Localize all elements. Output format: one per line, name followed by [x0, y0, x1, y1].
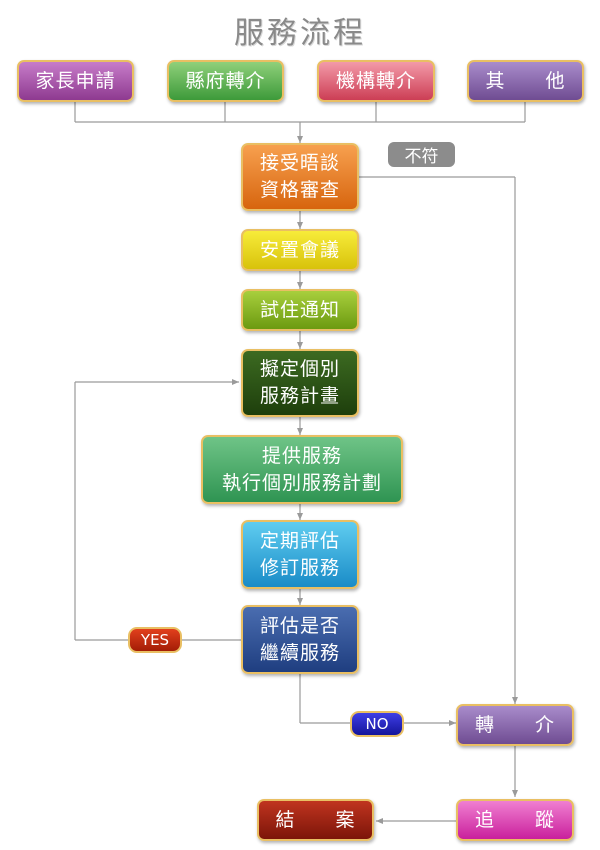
step-individual-plan: 擬定個別 服務計畫 [241, 349, 359, 417]
no-tag: NO [350, 711, 404, 737]
yes-tag: YES [128, 627, 182, 653]
step-referral: 轉 介 [456, 704, 574, 746]
step-follow-up: 追 蹤 [456, 799, 574, 841]
step-trial-notice: 試住通知 [241, 289, 359, 331]
page-title: 服務流程 [234, 16, 366, 51]
step-placement-meeting: 安置會議 [241, 229, 359, 271]
source-county-referral: 縣府轉介 [167, 60, 284, 102]
step-intake-interview: 接受晤談 資格審查 [241, 143, 359, 211]
not-eligible-tag: 不符 [388, 142, 455, 167]
source-family-application: 家長申請 [17, 60, 134, 102]
step-case-closed: 結 案 [257, 799, 374, 841]
source-other: 其 他 [467, 60, 584, 102]
source-institution-referral: 機構轉介 [317, 60, 435, 102]
step-periodic-review: 定期評估 修訂服務 [241, 520, 359, 589]
step-continue-decision: 評估是否 繼續服務 [241, 605, 359, 674]
step-provide-service: 提供服務 執行個別服務計劃 [201, 435, 403, 504]
